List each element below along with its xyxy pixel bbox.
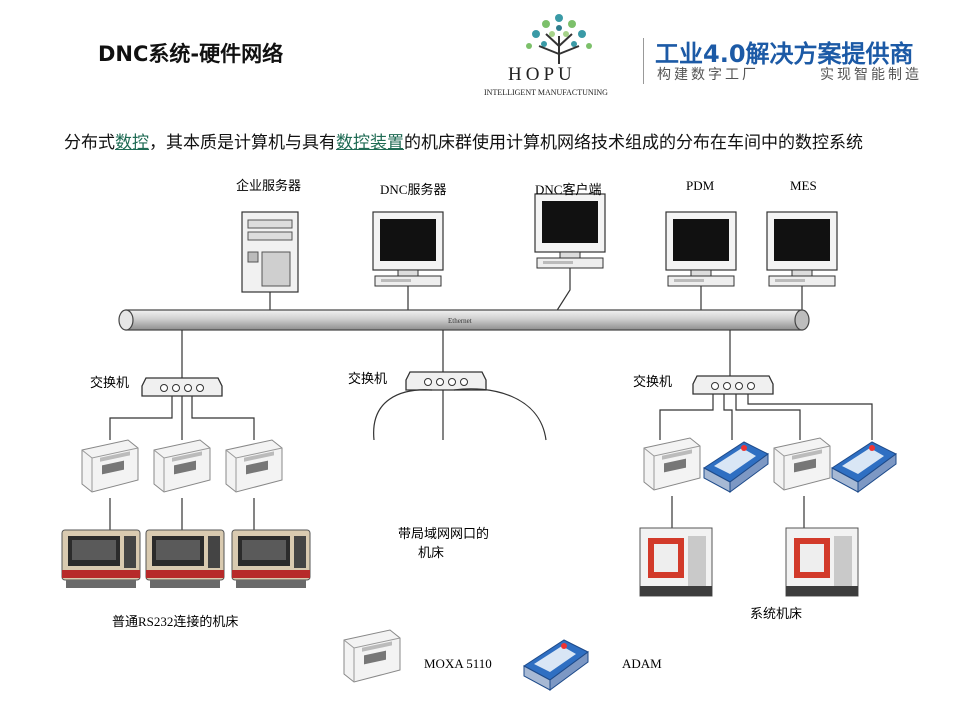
page-title: DNC系统-硬件网络 [98,42,284,66]
lathe-machine-icon [61,529,141,589]
switch-middle-icon [405,371,487,391]
switch-middle-label: 交换机 [348,371,387,386]
intro-text-3: 的机床群使用计算机网络技术组成的分布在车间中的数控系统 [404,133,863,153]
intro-text-1: 分布式 [64,133,115,153]
enterprise-server-icon [241,211,299,293]
machining-center-icon [639,527,713,597]
legend-adam-label: ADAM [622,656,662,671]
moxa-converter-icon [153,439,211,493]
dnc-client-monitor-icon [534,193,606,269]
link-nc-device[interactable]: 数控装置 [336,133,404,153]
brand-slogan: 工业4.0解决方案提供商 [655,40,914,68]
server-label-pdm: PDM [686,178,715,193]
adam-module-icon [831,441,897,493]
server-label-dnc: DNC服务器 [380,182,446,197]
brand-divider [643,38,644,84]
right-group-wiring [659,394,873,528]
brand-tagline-left: 构建数字工厂 [657,67,759,83]
mes-monitor-icon [766,211,838,287]
link-numerical-control[interactable]: 数控 [115,133,149,153]
moxa-converter-icon [81,439,139,493]
machining-center-icon [785,527,859,597]
ethernet-backbone [118,309,810,331]
legend-moxa-label: MOXA 5110 [424,656,492,671]
left-group-label: 普通RS232连接的机床 [112,614,238,629]
backbone-label: Ethernet [448,317,472,325]
left-group-wiring [109,396,255,530]
brand-tagline-right: 实现智能制造 [820,67,922,83]
intro-paragraph: 分布式数控，其本质是计算机与具有数控装置的机床群使用计算机网络技术组成的分布在车… [30,128,930,159]
legend-adam-icon [523,639,589,691]
brand-subtitle: INTELLIGENT MANUFACTUNING [484,88,608,97]
server-label-enterprise: 企业服务器 [236,178,301,193]
middle-group-label-line2: 机床 [418,545,444,560]
switch-left-label: 交换机 [90,375,129,390]
moxa-converter-icon [773,437,831,491]
dnc-server-monitor-icon [372,211,444,287]
legend-moxa-icon [343,629,401,683]
middle-group-label-line1: 带局域网网口的 [398,526,489,541]
intro-text-2: ，其本质是计算机与具有 [149,133,336,153]
switch-right-label: 交换机 [633,374,672,389]
lathe-machine-icon [145,529,225,589]
switch-uplinks [181,330,731,378]
adam-module-icon [703,441,769,493]
moxa-converter-icon [225,439,283,493]
lathe-machine-icon [231,529,311,589]
server-label-dnc-client: DNC客户端 [535,182,601,197]
right-group-label: 系统机床 [750,606,802,621]
server-connectors [269,268,803,313]
switch-right-icon [692,375,774,395]
middle-group-wiring [373,388,547,441]
brand-name: HOPU [508,64,576,85]
pdm-monitor-icon [665,211,737,287]
moxa-converter-icon [643,437,701,491]
server-label-mes: MES [790,178,817,193]
switch-left-icon [141,377,223,397]
tree-logo [526,14,592,64]
